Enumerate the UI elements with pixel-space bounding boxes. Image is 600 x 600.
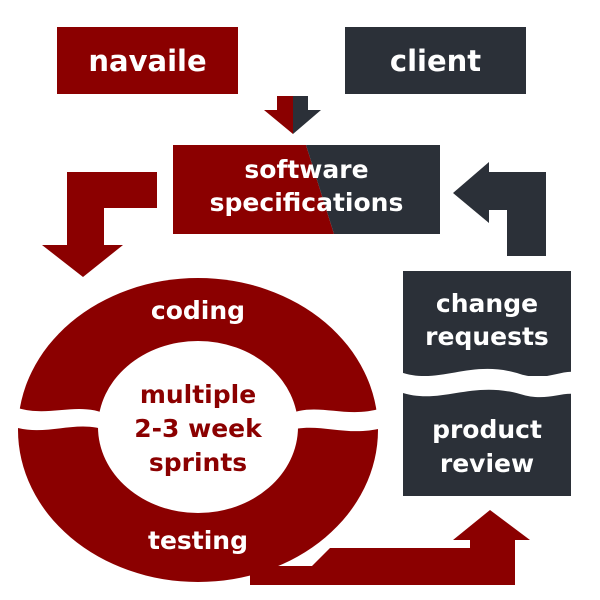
merge-arrow-left-half	[264, 96, 293, 134]
sprint-cycle-ring	[18, 278, 382, 582]
spec-label-line1: software	[244, 155, 369, 184]
coding-label: coding	[150, 296, 246, 325]
merge-arrow-right-half	[293, 96, 321, 134]
product-review-label-line2: review	[439, 449, 535, 478]
client-label: client	[389, 44, 482, 78]
sprints-label-line3: sprints	[148, 448, 248, 477]
testing-label: testing	[148, 526, 248, 555]
navaile-label: navaile	[88, 44, 207, 78]
spec-to-coding-arrow	[42, 172, 157, 277]
sprints-label-line2: 2-3 week	[134, 414, 262, 443]
change-requests-box	[403, 271, 571, 376]
spec-box-red	[173, 145, 334, 234]
product-review-label-line1: product	[432, 415, 542, 444]
testing-to-review-arrow	[250, 510, 530, 585]
wavy-divider	[400, 368, 575, 398]
product-review-box	[403, 388, 571, 496]
change-to-spec-arrow	[453, 162, 546, 256]
client-box	[345, 27, 526, 94]
change-requests-label-line1: change	[435, 289, 539, 318]
sprints-label-line1: multiple	[139, 380, 257, 409]
spec-label-line2: specifications	[209, 188, 404, 217]
change-requests-label-line2: requests	[425, 322, 549, 351]
navaile-box	[57, 27, 238, 94]
spec-box-dark	[306, 145, 440, 234]
